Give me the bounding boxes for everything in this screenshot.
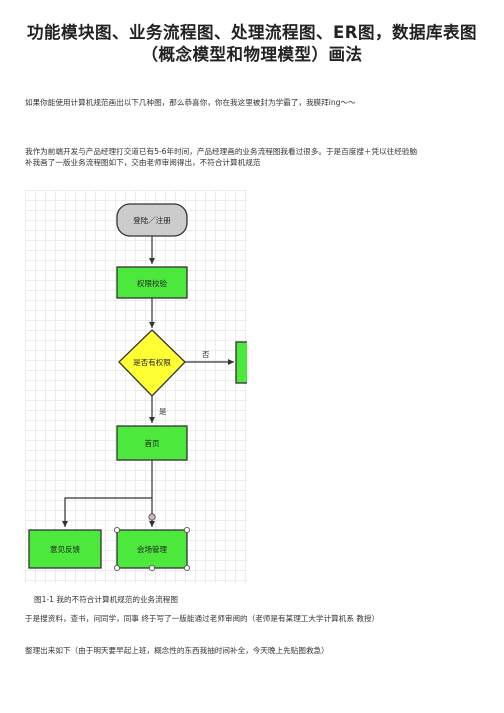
no-branch-node-shape[interactable]	[235, 341, 247, 384]
feedback-node-label: 意见反馈	[50, 544, 80, 554]
check-node-label: 权限校验	[137, 278, 167, 288]
feedback-node-shape[interactable]	[28, 529, 102, 569]
start-node-label: 登陆／注册	[133, 215, 171, 225]
decision-node-label: 是否有权限	[133, 357, 171, 367]
article-title: 功能模块图、业务流程图、处理流程图、ER图，数据库表图 （概念模型和物理模型）画…	[20, 22, 484, 66]
decision-node-shape[interactable]	[118, 329, 186, 397]
selection-handle-tr[interactable]	[183, 526, 190, 533]
title-line-2: （概念模型和物理模型）画法	[141, 45, 363, 64]
experience-line-2: 补我画了一版业务流程图如下，交由老师审阅得出，不符合计算机规范	[25, 158, 261, 167]
home-node-shape[interactable]	[116, 425, 188, 461]
yes-edge-label: 是	[159, 407, 167, 416]
title-line-1: 功能模块图、业务流程图、处理流程图、ER图，数据库表图	[27, 23, 477, 42]
summary-paragraph: 整理出来如下（由于明天要早起上班，概念性的东西我抽时间补全，今天晚上先贴图救急）	[25, 646, 329, 655]
selection-handle-br[interactable]	[183, 564, 190, 571]
venue-node-shape[interactable]	[116, 529, 188, 569]
flowchart-figure: 登陆／注册 权限校验 是否有权限 否 是 首页 意见反馈 会场管理	[25, 190, 247, 583]
start-node-shape[interactable]	[116, 203, 188, 237]
venue-node-label: 会场管理	[137, 544, 167, 554]
research-paragraph: 于是搜资料，查书，问同学，同事 终于写了一版能通过老师审阅的（老师是有某理工大学…	[25, 614, 380, 623]
selection-handle-bl[interactable]	[114, 564, 121, 571]
intro-paragraph: 如果你能使用计算机规范画出以下几种图，那么恭喜你，你在我这里被封为学霸了，我膜拜…	[25, 98, 356, 107]
selection-handle-tl[interactable]	[114, 526, 121, 533]
no-edge-label: 否	[202, 350, 210, 359]
figure-caption: 图1-1 我的不符合计算机规范的业务流程图	[34, 595, 178, 604]
home-node-label: 首页	[145, 438, 160, 448]
check-node-shape[interactable]	[116, 266, 188, 299]
edge-branch-to-feedback	[62, 497, 152, 527]
experience-paragraph: 我作为前端开发与产品经理打交道已有5-6年时间，产品经理画的业务流程图我看过很多…	[25, 146, 417, 168]
flowchart-canvas: 登陆／注册 权限校验 是否有权限 否 是 首页 意见反馈 会场管理	[28, 203, 247, 571]
selection-handle-bottom[interactable]	[149, 564, 156, 571]
selection-handles[interactable]	[114, 513, 190, 571]
experience-line-1: 我作为前端开发与产品经理打交道已有5-6年时间，产品经理画的业务流程图我看过很多…	[25, 147, 418, 156]
selection-handle-top[interactable]	[148, 513, 156, 521]
